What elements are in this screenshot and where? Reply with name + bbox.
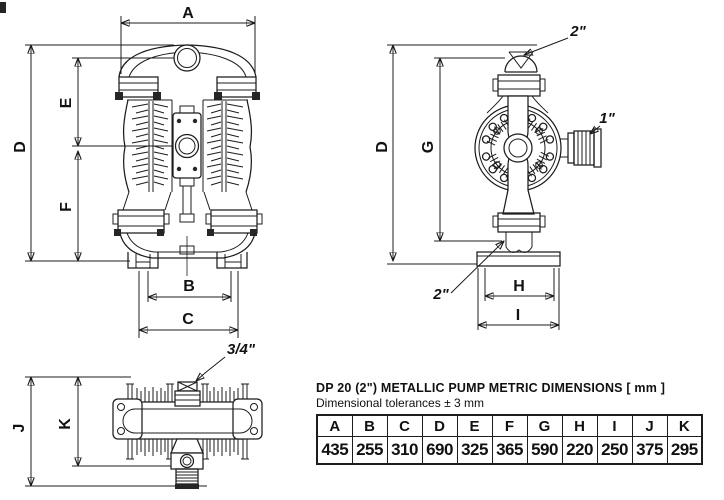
dim-label-c: C <box>182 311 194 328</box>
table-header-cell: B <box>351 414 388 437</box>
table-header-cell: I <box>596 414 633 437</box>
dim-label-e: E <box>58 97 75 108</box>
table-header-cell: G <box>526 414 563 437</box>
table-value-cell: 590 <box>526 436 563 465</box>
table-value-row: 435 255 310 690 325 365 590 220 250 375 … <box>316 436 703 465</box>
dim-label-f: F <box>58 202 75 212</box>
table-value-cell: 220 <box>561 436 598 465</box>
port-label-top-2in: 2" <box>569 23 586 40</box>
port-label-exhaust-3-4in: 3/4" <box>227 341 256 358</box>
scan-artifact <box>0 2 6 13</box>
dim-label-d-side: D <box>374 141 391 153</box>
table-title: DP 20 (2") METALLIC PUMP METRIC DIMENSIO… <box>316 381 666 395</box>
table-value-cell: 375 <box>631 436 668 465</box>
dimensions-table: A B C D E F G H I J K 435 255 310 690 32… <box>316 414 703 465</box>
table-header-cell: A <box>316 414 353 437</box>
table-header-cell: E <box>456 414 493 437</box>
table-subtitle: Dimensional tolerances ± 3 mm <box>316 396 484 410</box>
table-header-row: A B C D E F G H I J K <box>316 414 703 437</box>
dim-label-b: B <box>183 278 195 295</box>
table-header-cell: D <box>421 414 458 437</box>
dim-label-h: H <box>513 278 525 295</box>
table-value-cell: 325 <box>456 436 493 465</box>
table-header-cell: K <box>666 414 703 437</box>
bottom-view: J K 3/4" <box>11 341 263 489</box>
table-value-cell: 255 <box>351 436 388 465</box>
dim-label-i: I <box>516 307 520 324</box>
front-view: A D E F B C <box>12 5 263 338</box>
port-label-air-1in: 1" <box>599 110 615 127</box>
dim-label-d-front: D <box>12 141 29 153</box>
dim-label-k: K <box>57 418 74 430</box>
table-header-cell: J <box>631 414 668 437</box>
table-value-cell: 295 <box>666 436 703 465</box>
table-value-cell: 435 <box>316 436 353 465</box>
dim-label-a: A <box>182 5 194 22</box>
side-view: D G H I 2" 1" 2" <box>374 23 616 330</box>
port-label-bottom-2in: 2" <box>432 286 449 303</box>
table-value-cell: 690 <box>421 436 458 465</box>
dim-label-j: J <box>11 424 28 433</box>
table-header-cell: C <box>386 414 423 437</box>
table-value-cell: 250 <box>596 436 633 465</box>
table-value-cell: 310 <box>386 436 423 465</box>
table-value-cell: 365 <box>491 436 528 465</box>
dimensions-table-section: DP 20 (2") METALLIC PUMP METRIC DIMENSIO… <box>316 381 706 465</box>
table-header-cell: F <box>491 414 528 437</box>
dim-label-g: G <box>420 141 437 153</box>
table-header-cell: H <box>561 414 598 437</box>
